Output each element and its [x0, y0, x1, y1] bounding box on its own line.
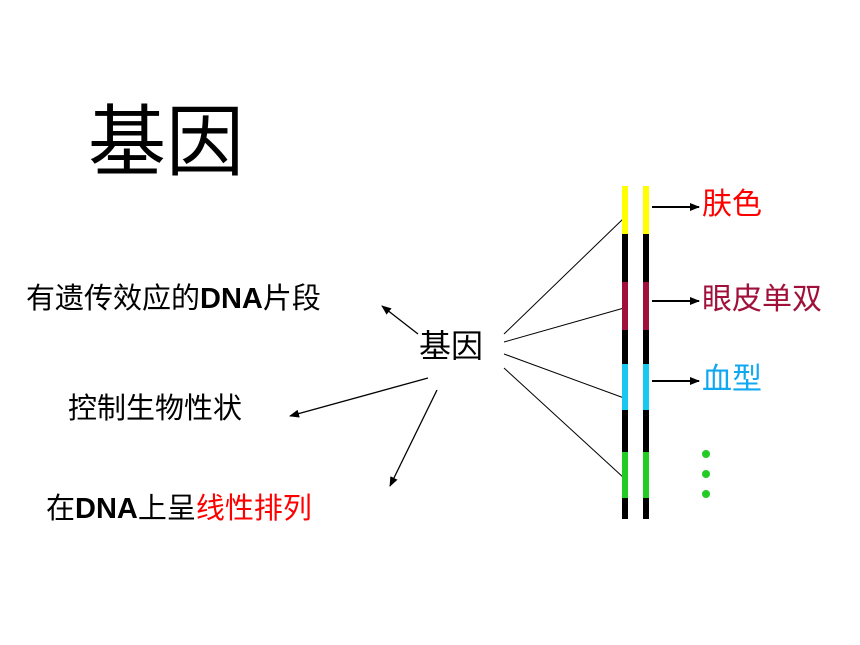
- link-to-gene-3: [503, 353, 625, 399]
- strand-right-black: [643, 186, 649, 519]
- link-to-gene-2: [503, 307, 625, 343]
- center-gene-label: 基因: [419, 327, 484, 365]
- description-control-traits: 控制生物性状: [68, 394, 242, 423]
- gene-label-eyelid: 眼皮单双: [702, 282, 822, 317]
- chromosome-left-strand: [622, 186, 628, 519]
- band-left-4: [622, 452, 628, 498]
- desc1-prefix: 有遗传效应的: [26, 281, 201, 315]
- band-left-2: [622, 282, 628, 330]
- band-right-1: [643, 186, 649, 234]
- strand-left-black: [622, 186, 628, 519]
- band-left-1: [622, 186, 628, 234]
- desc3-suffix: 上呈: [137, 491, 196, 525]
- chromosome-right-strand: [643, 186, 649, 519]
- description-dna-segment: 有遗传效应的DNA片段: [26, 284, 321, 314]
- desc2-prefix: 控制生物性状: [68, 391, 243, 425]
- desc1-dna: DNA: [200, 283, 263, 315]
- band-right-2: [643, 282, 649, 330]
- ellipsis-dot-1: [702, 450, 710, 458]
- ellipsis-dot-3: [702, 490, 710, 498]
- arrow-to-dna-segment: [381, 305, 419, 335]
- band-left-3: [622, 364, 628, 410]
- arrow-to-control-traits: [289, 377, 429, 418]
- gene-label-skin-color: 肤色: [702, 187, 762, 222]
- arrow-to-linear-arrangement: [389, 389, 438, 487]
- desc3-dna: DNA: [75, 493, 138, 525]
- desc3-prefix: 在: [46, 491, 76, 525]
- link-to-gene-4: [503, 367, 625, 479]
- desc3-highlight: 线性排列: [195, 491, 312, 525]
- slide-title: 基因: [88, 98, 245, 188]
- desc1-suffix: 片段: [262, 281, 321, 315]
- gene-label-blood-type: 血型: [702, 362, 762, 397]
- band-right-3: [643, 364, 649, 410]
- ellipsis-dot-2: [702, 470, 710, 478]
- description-linear-arrangement: 在DNA上呈线性排列: [46, 494, 312, 524]
- band-right-4: [643, 452, 649, 498]
- link-to-gene-1: [503, 217, 625, 335]
